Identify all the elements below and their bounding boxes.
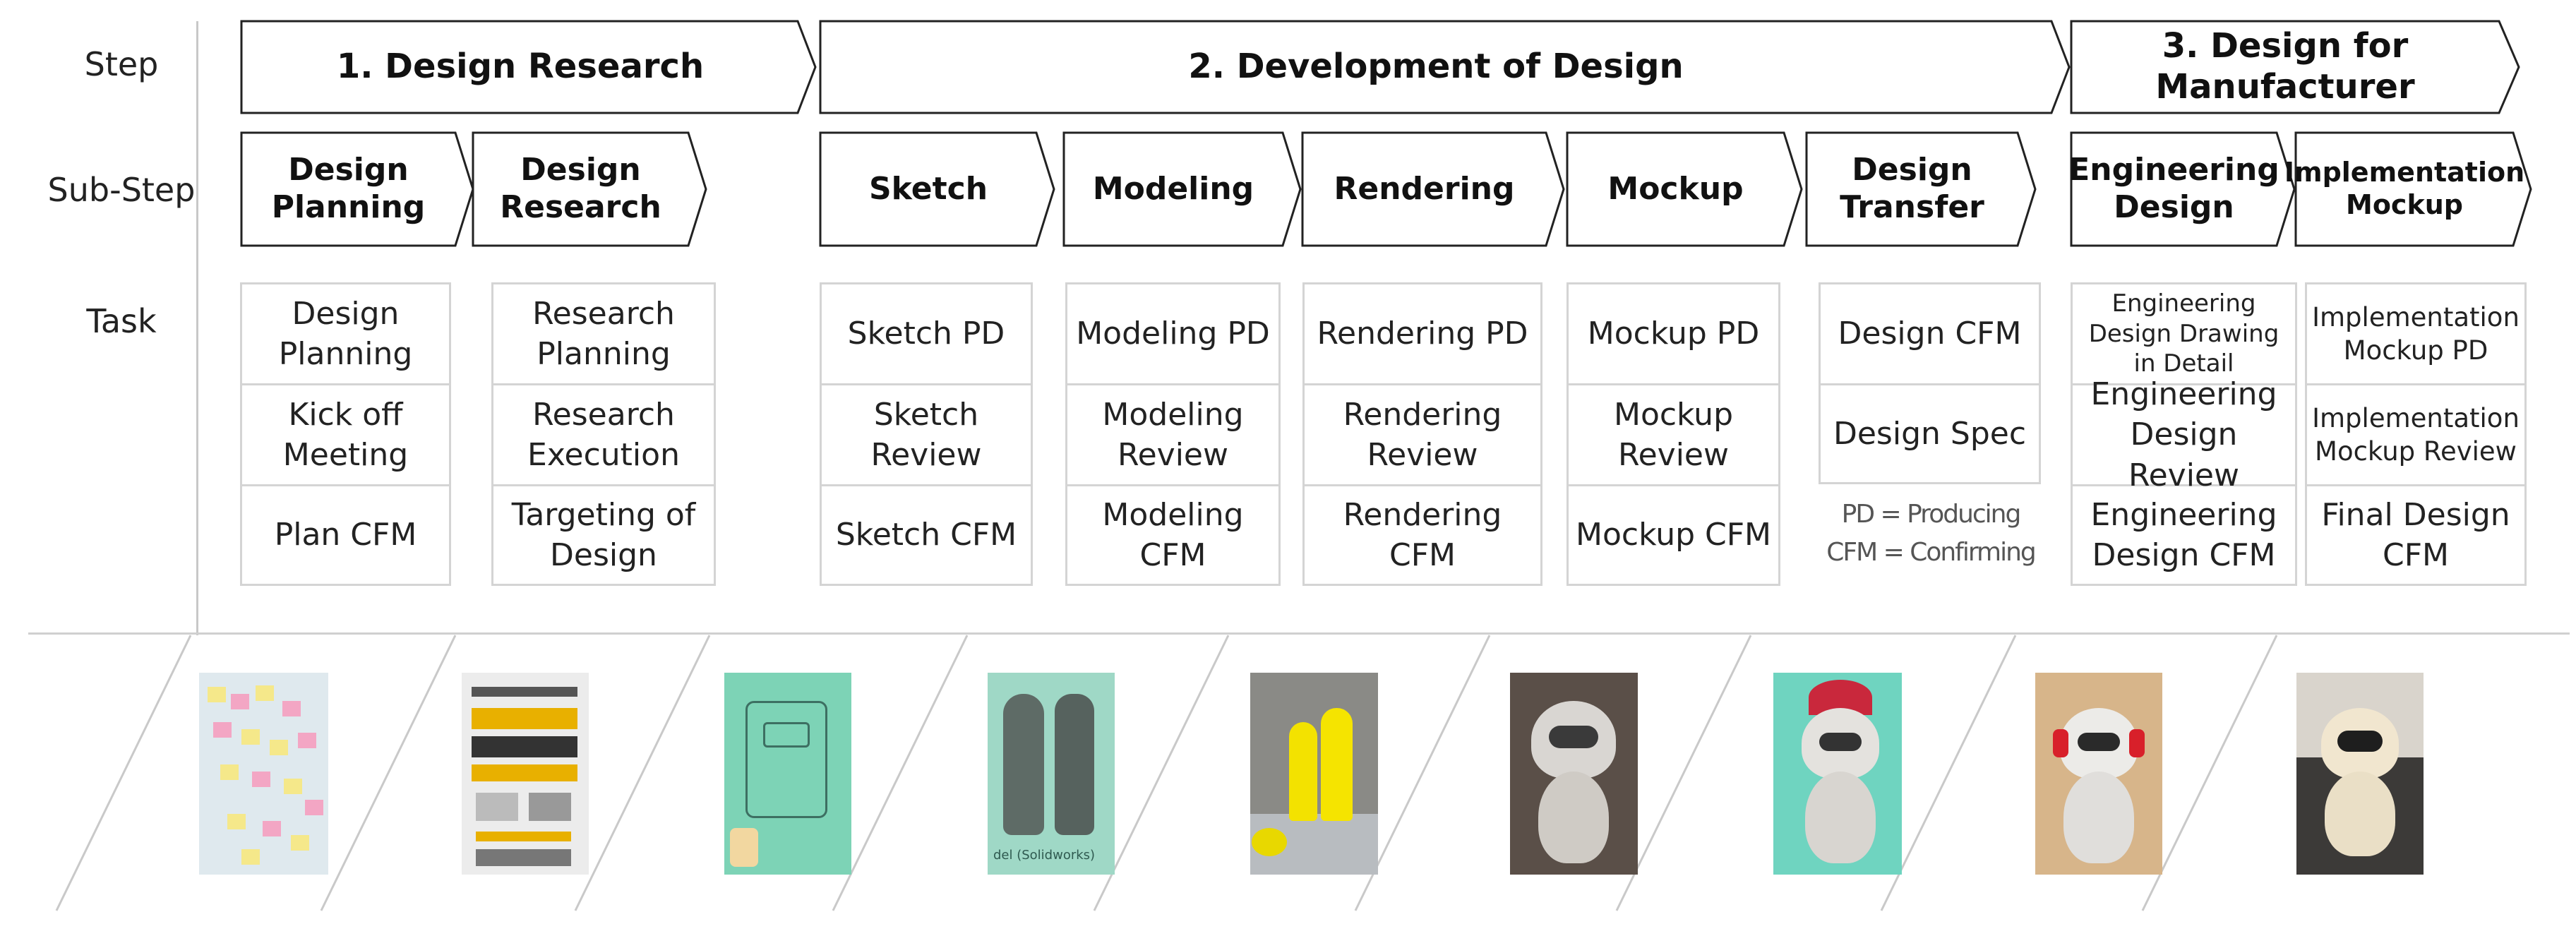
substep-arrow-7	[1805, 131, 2037, 247]
substep-arrow-5	[1301, 131, 1565, 247]
task-box-rendering: Rendering PD Rendering Review Rendering …	[1302, 282, 1542, 586]
task-cell: Research Execution	[493, 385, 714, 486]
task-cell: Rendering Review	[1305, 385, 1540, 486]
row-label-divider	[196, 21, 198, 635]
task-cell: Engineering Design Drawing in Detail	[2073, 284, 2295, 385]
abbreviation-legend: PD = Producing CFM = Confirming	[1814, 496, 2047, 572]
step-arrow-1	[240, 20, 817, 114]
3d-model-render-photo: del (Solidworks)	[988, 673, 1115, 875]
yellow-mockup-photo	[1250, 673, 1378, 875]
task-cell: Mockup PD	[1569, 284, 1778, 385]
task-cell: Modeling CFM	[1102, 496, 1244, 573]
task-cell: Engineering Design CFM	[2090, 496, 2277, 573]
row-label-substep: Sub-Step	[47, 171, 196, 209]
task-cell: Research Planning	[493, 284, 714, 385]
substep-label-3: Sketch	[868, 170, 988, 207]
row-label-step: Step	[84, 45, 159, 83]
task-cell: Mockup CFM	[1576, 517, 1771, 553]
task-cell: Sketch PD	[822, 284, 1031, 385]
task-box-sketch: Sketch PD Sketch Review Sketch CFM	[820, 282, 1033, 586]
task-cell: Design Planning	[242, 284, 449, 385]
task-box-mockup: Mockup PD Mockup Review Mockup CFM	[1566, 282, 1780, 586]
substep-label-6: Mockup	[1607, 170, 1744, 207]
substep-arrow-1	[240, 131, 474, 247]
photo-caption: del (Solidworks)	[993, 848, 1096, 863]
substep-label-2: Design Research	[500, 152, 661, 225]
substep-label-7: Design Transfer	[1840, 152, 1984, 225]
task-cell: Rendering CFM	[1343, 496, 1502, 573]
legend-pd: PD = Producing	[1841, 500, 2022, 529]
substep-arrow-9	[2294, 131, 2532, 247]
task-cell: Kick off Meeting	[242, 385, 449, 486]
substep-arrow-3	[819, 131, 1055, 247]
task-cell: Sketch CFM	[835, 517, 1017, 553]
substep-arrow-4	[1062, 131, 1302, 247]
sticky-notes-wall-photo	[199, 673, 328, 875]
task-cell: Sketch Review	[822, 385, 1031, 486]
robot-headphones-photo	[2035, 673, 2162, 875]
step-label-3: 3. Design for Manufacturer	[2155, 26, 2415, 107]
substep-arrow-6	[1566, 131, 1803, 247]
robot-mockup-photo-1	[1510, 673, 1638, 875]
step-arrow-3	[2070, 20, 2520, 114]
sketch-drawing-photo	[724, 673, 851, 875]
row-label-task: Task	[86, 302, 157, 340]
task-box-design-research: Research Planning Research Execution Tar…	[491, 282, 716, 586]
task-cell: Engineering Design Review	[2073, 376, 2295, 493]
task-box-implementation-mockup: Implementation Mockup PD Implementation …	[2305, 282, 2527, 586]
task-cell: Implementation Mockup PD	[2307, 284, 2524, 385]
task-cell: Modeling Review	[1067, 385, 1278, 486]
task-cell: Rendering PD	[1305, 284, 1540, 385]
task-cell: Plan CFM	[274, 517, 417, 553]
task-box-engineering-design: Engineering Design Drawing in Detail Eng…	[2071, 282, 2297, 586]
step-label-2: 2. Development of Design	[1188, 47, 1684, 87]
task-box-modeling: Modeling PD Modeling Review Modeling CFM	[1065, 282, 1281, 586]
substep-label-4: Modeling	[1092, 170, 1254, 207]
research-board-photo	[462, 673, 589, 875]
step-label-1: 1. Design Research	[336, 47, 705, 87]
robot-santa-hat-photo	[1773, 673, 1902, 875]
final-robot-photo	[2296, 673, 2424, 875]
task-cell: Final Design CFM	[2321, 496, 2510, 573]
task-cell: Mockup Review	[1569, 385, 1778, 486]
substep-label-8: Engineering Design	[2068, 152, 2280, 225]
process-arrows	[240, 20, 2532, 247]
task-cell: Targeting of Design	[511, 496, 696, 573]
substep-label-9: Implementation Mockup	[2284, 157, 2525, 220]
legend-cfm: CFM = Confirming	[1826, 538, 2037, 567]
task-box-design-planning: Design Planning Kick off Meeting Plan CF…	[240, 282, 451, 586]
substep-label-5: Rendering	[1334, 170, 1515, 207]
substep-arrow-8	[2070, 131, 2296, 247]
step-arrow-2	[819, 20, 2071, 114]
task-box-design-transfer: Design CFM Design Spec	[1819, 282, 2041, 484]
substep-arrow-2	[472, 131, 707, 247]
task-cell: Implementation Mockup Review	[2307, 385, 2524, 486]
task-cell: Modeling PD	[1067, 284, 1278, 385]
task-cell: Design CFM	[1821, 284, 2039, 385]
task-cell: Design Spec	[1833, 415, 2027, 452]
photo-strip-divider	[28, 632, 2570, 635]
substep-label-1: Design Planning	[271, 152, 426, 225]
